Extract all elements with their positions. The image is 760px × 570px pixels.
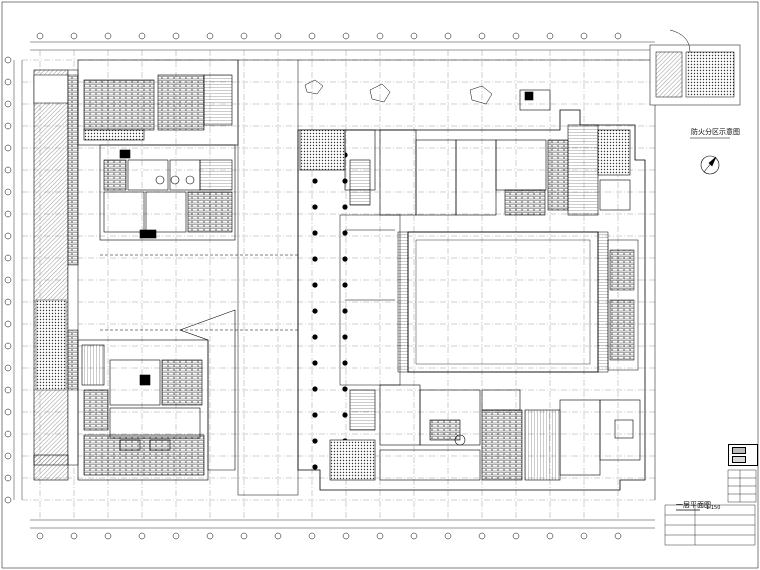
column-marker [312, 204, 318, 210]
axis-bubble [240, 32, 248, 40]
north-arrow-icon [700, 155, 720, 175]
column-marker [342, 204, 348, 210]
column-marker [342, 386, 348, 392]
axis-bubble [4, 144, 12, 152]
column-marker [342, 282, 348, 288]
axis-bubble [614, 532, 622, 540]
axis-bubble [206, 32, 214, 40]
column-marker [312, 178, 318, 184]
axis-bubble [410, 32, 418, 40]
axis-bubble [342, 32, 350, 40]
axis-bubble [206, 532, 214, 540]
axis-bubble [546, 532, 554, 540]
axis-bubble [308, 532, 316, 540]
column-marker [342, 360, 348, 366]
axis-bubble [4, 232, 12, 240]
axis-bubbles [4, 32, 622, 540]
axis-bubble [172, 32, 180, 40]
axis-bubble [4, 78, 12, 86]
axis-bubble [4, 342, 12, 350]
axis-bubble [4, 298, 12, 306]
legend-row [729, 446, 757, 455]
column-marker [312, 308, 318, 314]
column-marker [342, 308, 348, 314]
column-marker [342, 230, 348, 236]
axis-bubble [4, 254, 12, 262]
axis-bubble [580, 32, 588, 40]
axis-bubble [104, 32, 112, 40]
inset-title: 防火分区示意图 [691, 128, 740, 136]
axis-bubble [70, 532, 78, 540]
column-marker [342, 412, 348, 418]
axis-bubble [4, 386, 12, 394]
axis-bubble [512, 532, 520, 540]
axis-bubble [614, 32, 622, 40]
axis-bubble [444, 32, 452, 40]
axis-bubble [4, 166, 12, 174]
axis-bubble [376, 32, 384, 40]
legend-swatch [732, 456, 746, 463]
plan-title: 一层平面图 [676, 501, 711, 509]
axis-bubble [478, 532, 486, 540]
plan-scale: 1:150 [706, 505, 721, 511]
axis-bubble [4, 56, 12, 64]
column-marker [312, 438, 318, 444]
axis-bubble [172, 532, 180, 540]
column-marker [312, 386, 318, 392]
axis-bubble [138, 532, 146, 540]
axis-bubble [274, 532, 282, 540]
axis-bubble [4, 210, 12, 218]
axis-bubble [4, 122, 12, 130]
axis-bubble [274, 32, 282, 40]
axis-bubble [4, 188, 12, 196]
axis-bubble [4, 408, 12, 416]
column-marker [312, 464, 318, 470]
column-marker [312, 230, 318, 236]
axis-bubble [342, 532, 350, 540]
legend-row [729, 455, 757, 464]
fire-zone-legend [728, 444, 758, 466]
column-marker [312, 256, 318, 262]
column-marker [342, 334, 348, 340]
axis-bubble [4, 100, 12, 108]
axis-bubble [4, 496, 12, 504]
axis-bubble [444, 532, 452, 540]
axis-bubble [308, 32, 316, 40]
column-marker [342, 256, 348, 262]
axis-bubble [240, 532, 248, 540]
axis-bubble [36, 32, 44, 40]
axis-bubble [4, 474, 12, 482]
axis-bubble [4, 364, 12, 372]
column-marker [312, 282, 318, 288]
axis-bubble [478, 32, 486, 40]
legend-swatch [732, 447, 746, 454]
axis-bubble [36, 532, 44, 540]
axis-bubble [104, 532, 112, 540]
axis-bubble [4, 430, 12, 438]
axis-bubble [376, 532, 384, 540]
axis-bubble [4, 452, 12, 460]
axis-bubble [410, 532, 418, 540]
axis-bubble [512, 32, 520, 40]
axis-bubble [4, 320, 12, 328]
axis-bubble [4, 276, 12, 284]
column-marker [312, 360, 318, 366]
column-marker [312, 334, 318, 340]
column-marker [312, 412, 318, 418]
axis-bubble [70, 32, 78, 40]
axis-bubble [580, 532, 588, 540]
axis-bubble [546, 32, 554, 40]
axis-bubble [138, 32, 146, 40]
structural-columns [312, 152, 348, 470]
